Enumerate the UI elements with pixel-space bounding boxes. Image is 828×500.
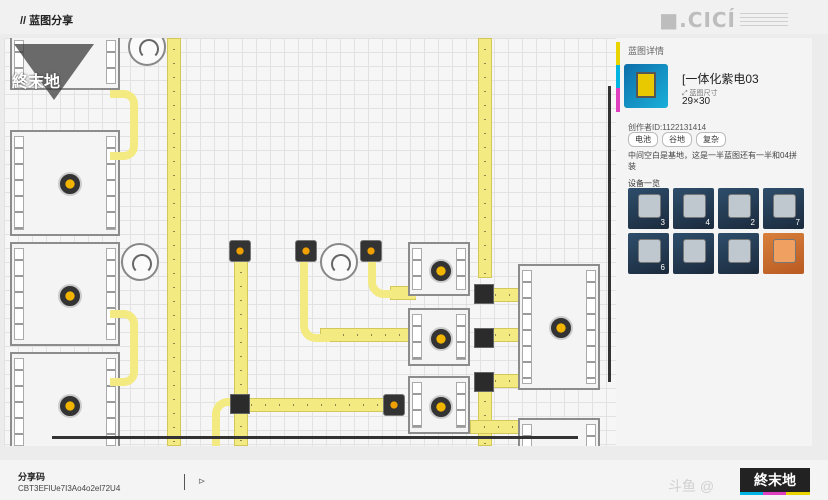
belt-horizontal[interactable] (470, 420, 520, 434)
blueprint-name-text: 一体化紫电03 (685, 72, 759, 86)
logo-triangle-icon (14, 44, 94, 100)
machine-mid-3[interactable] (408, 376, 470, 434)
planter-icon (638, 194, 661, 218)
equipment-count: 2 (750, 218, 755, 227)
foundation-plate-icon (773, 239, 796, 263)
share-code-label: 分享码 (18, 472, 46, 482)
watermark-logo: 終末地 (740, 468, 810, 492)
splitter[interactable] (474, 284, 494, 304)
blueprint-name: [一体化紫电03 (682, 72, 759, 86)
equipment-grid: 3 4 2 7 6 (628, 188, 808, 274)
splitter[interactable] (230, 394, 250, 414)
pylon-node[interactable] (229, 240, 251, 262)
equipment-item[interactable]: 2 (718, 188, 759, 229)
equipment-title: 设备一览 (628, 179, 660, 188)
blueprint-thumbnail-icon (624, 64, 668, 108)
equipment-item[interactable]: 7 (763, 188, 804, 229)
breadcrumb: // 蓝图分享 (20, 15, 74, 27)
equipment-count: 4 (705, 218, 710, 227)
tag-list: 电池 谷地 复杂 (628, 132, 726, 147)
divider (184, 474, 185, 490)
machine-right-1[interactable] (518, 264, 600, 390)
splitter[interactable] (474, 372, 494, 392)
assembler-icon (683, 239, 706, 263)
belt-horizontal[interactable] (492, 288, 520, 302)
size-label-text: 蓝图尺寸 (689, 90, 718, 97)
decor-lines-icon (740, 12, 788, 26)
size-label: ⤢ 蓝图尺寸 (682, 90, 718, 97)
equipment-item[interactable]: 3 (628, 188, 669, 229)
footer-bar: 分享码 CBT3EFlUe7I3Ao4o2el72U4 ⊳ 斗鱼 @ 終末地 (0, 460, 828, 500)
machine-right-2[interactable] (518, 418, 600, 446)
storage-unit[interactable] (128, 38, 166, 66)
tag[interactable]: 复杂 (696, 132, 726, 147)
belt-curve[interactable] (368, 258, 416, 298)
storage-unit[interactable] (320, 243, 358, 281)
game-logo-text: 終末地 (12, 74, 61, 91)
equipment-item[interactable] (718, 233, 759, 274)
cmy-bar (740, 492, 810, 495)
splitter[interactable] (474, 328, 494, 348)
size-value: 29×30 (682, 96, 711, 107)
equipment-item[interactable] (673, 233, 714, 274)
blueprint-description: 中间空白是基地，这是一半蓝图还有一半和04拼装 (628, 151, 797, 171)
equipment-item[interactable]: 6 (628, 233, 669, 274)
creator-id: 创作者ID:1122131414 (628, 123, 707, 132)
equipment-item[interactable] (763, 233, 804, 274)
pylon-node[interactable] (383, 394, 405, 416)
horizontal-scrollbar[interactable] (52, 436, 578, 439)
belt-vertical[interactable] (478, 38, 492, 278)
filling-unit-icon (728, 239, 751, 263)
watermark-text: 斗鱼 @ (668, 478, 715, 494)
machine-left-4[interactable] (10, 352, 120, 446)
mixer-icon (638, 239, 661, 263)
machine-mid-1[interactable] (408, 242, 470, 296)
equipment-count: 3 (660, 218, 665, 227)
vertical-scrollbar[interactable] (608, 86, 611, 382)
machine-left-2[interactable] (10, 130, 120, 236)
grinder-icon (728, 194, 751, 218)
tag[interactable]: 谷地 (662, 132, 692, 147)
belt-vertical[interactable] (167, 38, 181, 446)
machine-left-3[interactable] (10, 242, 120, 346)
equipment-count: 6 (660, 263, 665, 272)
machine-mid-2[interactable] (408, 308, 470, 366)
belt-curve[interactable] (300, 258, 330, 342)
blueprint-map[interactable] (4, 38, 616, 446)
accent-stripe (616, 42, 620, 112)
refinery-icon (683, 194, 706, 218)
belt-horizontal[interactable] (492, 374, 520, 388)
belt-curve[interactable] (110, 310, 138, 386)
storage-unit[interactable] (121, 243, 159, 281)
belt-horizontal[interactable] (320, 328, 416, 342)
copy-arrow-icon[interactable]: ⊳ (198, 476, 206, 486)
top-bar: // 蓝图分享 ■.CICÍ (0, 0, 828, 34)
decor-logo-icon: ■.CICÍ (659, 8, 736, 32)
tag[interactable]: 电池 (628, 132, 658, 147)
game-logo: 終末地 (6, 42, 102, 96)
equipment-count: 7 (795, 218, 800, 227)
belt-horizontal[interactable] (492, 328, 520, 342)
equipment-item[interactable]: 4 (673, 188, 714, 229)
belt-curve[interactable] (212, 398, 242, 446)
share-code-value[interactable]: CBT3EFlUe7I3Ao4o2el72U4 (18, 484, 121, 493)
belt-curve[interactable] (110, 90, 138, 160)
panel-title: 蓝图详情 (628, 46, 665, 56)
pylon-node[interactable] (360, 240, 382, 262)
blueprint-detail-panel: 蓝图详情 [一体化紫电03 ⤢ 蓝图尺寸 29×30 创作者ID:1122131… (616, 38, 812, 446)
pylon-node[interactable] (295, 240, 317, 262)
belt-horizontal[interactable] (248, 398, 388, 412)
fitting-unit-icon (773, 194, 796, 218)
